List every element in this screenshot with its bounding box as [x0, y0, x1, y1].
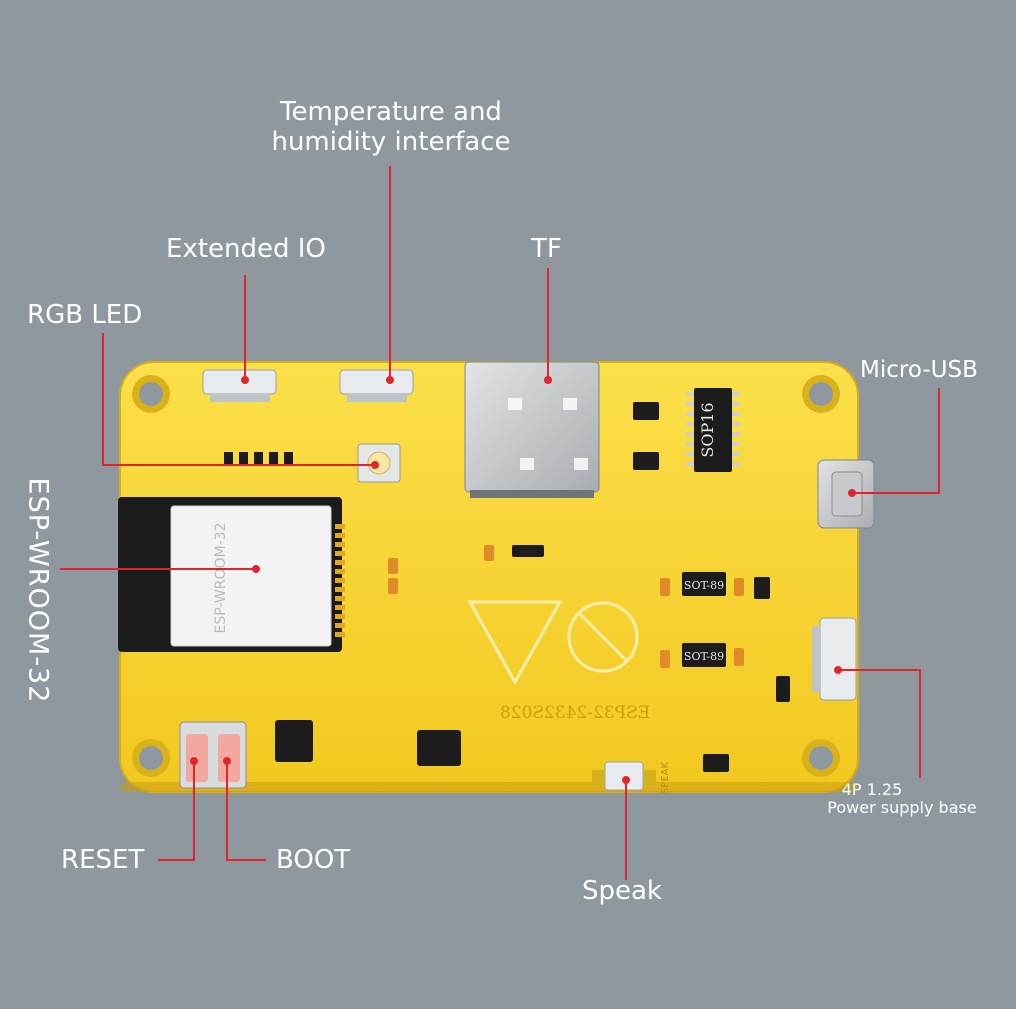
- rgb-led-component: [357, 443, 401, 483]
- sop-pin: [732, 462, 740, 466]
- speaker-connector: SPEAK: [592, 761, 671, 795]
- module-pin: [335, 524, 345, 529]
- pcb-edge-shadow: [120, 782, 858, 792]
- label-reset: RESET: [61, 845, 145, 875]
- module-pin: [335, 560, 345, 565]
- power-connector: [812, 617, 857, 701]
- leader-dots: [190, 376, 856, 784]
- label-power-line2: Power supply base: [827, 798, 977, 818]
- resistor: [269, 452, 278, 466]
- reset-boot-buttons: [179, 721, 247, 789]
- resistor: [224, 452, 233, 466]
- board-silkscreen: ESP32-2432S028: [500, 703, 650, 723]
- small-ics: [275, 402, 790, 772]
- sop-pin: [732, 432, 740, 436]
- label-temp-humidity-line1: Temperature and: [280, 97, 502, 127]
- module-pin: [335, 596, 345, 601]
- resistor-row: [224, 452, 293, 466]
- esp-wroom-module: ESP-WROOM-32: [118, 497, 345, 652]
- label-boot: BOOT: [276, 845, 351, 875]
- resistor: [239, 452, 248, 466]
- sop-pin: [732, 442, 740, 446]
- temp-humidity-connector: [339, 369, 414, 402]
- sop-pin: [732, 402, 740, 406]
- sop16-chip: SOP16: [686, 388, 740, 472]
- sop-pin: [686, 452, 694, 456]
- label-temp-humidity-line2: humidity interface: [271, 126, 511, 157]
- compliance-marks: [467, 600, 639, 686]
- sop-pin: [732, 412, 740, 416]
- sot89-a: SOT-89: [682, 572, 726, 596]
- module-pins: [335, 524, 345, 637]
- sop-pin: [732, 392, 740, 396]
- sop-pin: [686, 422, 694, 426]
- label-speak: Speak: [582, 876, 662, 906]
- sop-pin: [686, 462, 694, 466]
- module-pin: [335, 587, 345, 592]
- sop16-silk: SOP16: [698, 402, 717, 457]
- label-tf: TF: [531, 234, 562, 264]
- tf-card-slot: [464, 361, 600, 498]
- resistor: [254, 452, 263, 466]
- speaker-silk: SPEAK: [660, 762, 671, 795]
- sop-pin: [732, 422, 740, 426]
- label-micro-usb: Micro-USB: [860, 357, 978, 383]
- sop-pin: [686, 402, 694, 406]
- sop-pin: [686, 442, 694, 446]
- sop-pin: [732, 452, 740, 456]
- sot89-b: SOT-89: [682, 643, 726, 667]
- module-pin: [335, 623, 345, 628]
- label-esp-wroom: ESP-WROOM-32: [22, 477, 54, 704]
- sop-pin: [686, 392, 694, 396]
- label-power-line1: 4P 1.25: [841, 780, 903, 799]
- sop-pin: [686, 432, 694, 436]
- module-pin: [335, 569, 345, 574]
- module-pin: [335, 551, 345, 556]
- resistor: [284, 452, 293, 466]
- module-pin: [335, 533, 345, 538]
- module-pin: [335, 605, 345, 610]
- leader-lines: [60, 166, 940, 880]
- capacitors: [388, 545, 744, 668]
- mounting-holes: [132, 375, 840, 777]
- module-pin: [335, 578, 345, 583]
- sot89-a-silk: SOT-89: [684, 579, 724, 592]
- label-extended-io: Extended IO: [166, 234, 326, 264]
- sot89-b-silk: SOT-89: [684, 650, 724, 663]
- extended-io-connector: [202, 369, 277, 402]
- label-rgb-led: RGB LED: [27, 300, 143, 330]
- module-pin: [335, 614, 345, 619]
- module-pin: [335, 542, 345, 547]
- label-power-supply: 4P 1.25 Power supply base: [812, 780, 992, 818]
- label-temp-humidity: Temperature and humidity interface: [262, 97, 520, 158]
- module-pin: [335, 632, 345, 637]
- sop-pin: [686, 412, 694, 416]
- module-silk-label: ESP-WROOM-32: [213, 523, 229, 634]
